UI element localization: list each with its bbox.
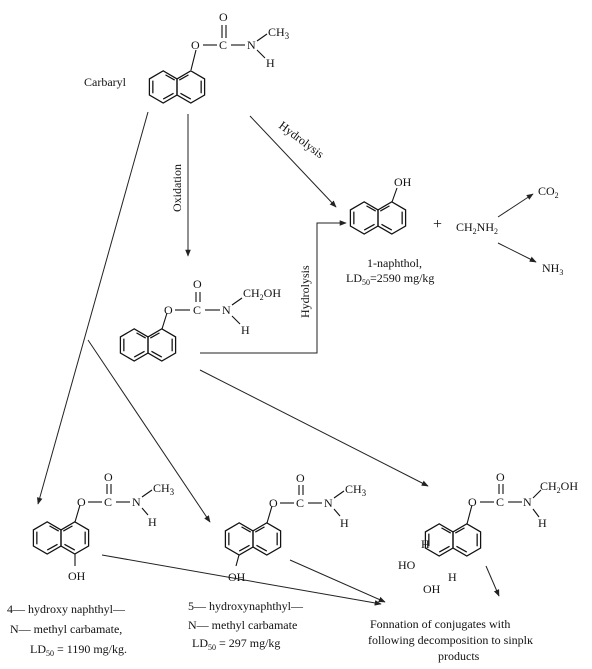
hydroxy5-name-line1: 5— hydroxynaphthyl— bbox=[188, 599, 304, 613]
atom-c: C bbox=[496, 495, 504, 509]
naphthol-name: 1-naphthol, bbox=[367, 256, 422, 270]
hydrolysis-label-top: Hydrolysis bbox=[276, 118, 327, 161]
hydrolysis-label-mid: Hydrolysis bbox=[298, 265, 312, 318]
arrow-hydrolysis-top bbox=[249, 115, 337, 208]
hydroxy4-name-line2: N— methyl carbamate, bbox=[10, 622, 122, 636]
carbaryl-label: Carbaryl bbox=[84, 75, 127, 89]
atom-c: C bbox=[219, 38, 227, 52]
hydroxymethyl-group: CH2OH bbox=[540, 479, 578, 495]
dihydrodiol-structure: O C O N CH2OH H H HO H OH bbox=[398, 470, 578, 596]
methyl-group: CH3 bbox=[153, 481, 175, 497]
atom-c: C bbox=[193, 303, 201, 317]
hydroxy4-name-line1: 4— hydroxy naphthyl— bbox=[7, 602, 126, 616]
plus-sign: + bbox=[433, 216, 442, 233]
atom-h: H bbox=[538, 516, 547, 530]
carbaryl-structure: O C O N CH3 H bbox=[148, 10, 290, 104]
atom-c: C bbox=[104, 495, 112, 509]
atom-n: N bbox=[523, 495, 532, 509]
hydroxyl-group: OH bbox=[228, 570, 246, 584]
atom-h: H bbox=[241, 323, 250, 337]
hydroxy5-ld50: LD50 = 297 mg/kg bbox=[192, 636, 280, 652]
hydroxymethyl-group: CH2OH bbox=[243, 286, 281, 302]
atom-o: O bbox=[104, 470, 113, 484]
atom-n: N bbox=[324, 496, 333, 510]
atom-h: H bbox=[448, 570, 457, 584]
methylamine: CH2NH2 bbox=[456, 220, 498, 236]
hydroxyl-group: HO bbox=[398, 558, 416, 572]
atom-o: O bbox=[77, 495, 86, 509]
atom-n: N bbox=[222, 303, 231, 317]
arrow-hydrolysis-mid bbox=[200, 220, 347, 354]
atom-h: H bbox=[148, 515, 157, 529]
atom-o: O bbox=[269, 496, 278, 510]
hydroxymethyl-carbamate-structure: O C O N CH2OH H bbox=[119, 277, 281, 362]
carbon-dioxide: CO2 bbox=[538, 184, 559, 200]
final-products-line3: products bbox=[438, 649, 480, 663]
arrow-to-5-hydroxy bbox=[87, 339, 211, 523]
atom-o: O bbox=[296, 471, 305, 485]
arrow-5-hydroxy-to-conjugates bbox=[289, 559, 386, 603]
final-products-line2: following decomposition to sinplĸ bbox=[368, 633, 533, 647]
arrow-to-co2 bbox=[497, 193, 534, 218]
atom-o: O bbox=[219, 10, 228, 24]
hydroxyl-group: OH bbox=[394, 175, 412, 189]
atom-o: O bbox=[191, 38, 200, 52]
ammonia: NH3 bbox=[542, 261, 563, 277]
atom-o: O bbox=[164, 303, 173, 317]
arrow-dihydrodiol-to-conjugates bbox=[485, 565, 500, 597]
hydroxy5-name-line2: N— methyl carbamate bbox=[188, 618, 297, 632]
atom-n: N bbox=[132, 495, 141, 509]
atom-o: O bbox=[496, 470, 505, 484]
arrow-to-nh3 bbox=[497, 242, 537, 263]
hydroxyl-group: OH bbox=[68, 569, 86, 583]
atom-h: H bbox=[421, 537, 430, 551]
arrow-to-4-hydroxy bbox=[37, 111, 149, 505]
atom-o: O bbox=[468, 495, 477, 509]
reaction-arrows bbox=[37, 111, 537, 606]
arrow-4-hydroxy-to-conjugates bbox=[101, 554, 382, 606]
hydroxyl-group: OH bbox=[423, 582, 441, 596]
arrow-to-dihydrodiol bbox=[199, 369, 429, 487]
final-products-line1: Fonnation of conjugates with bbox=[370, 617, 510, 631]
atom-c: C bbox=[296, 496, 304, 510]
naphthol-structure: OH bbox=[349, 175, 412, 235]
naphthol-ld50: LD50=2590 mg/kg bbox=[346, 271, 434, 287]
atom-n: N bbox=[247, 38, 256, 52]
hydroxy4-ld50: LD50 = 1190 mg/kg. bbox=[30, 642, 127, 658]
hydroxy5-structure: O C O N CH3 H OH bbox=[224, 471, 367, 584]
atom-h: H bbox=[266, 56, 275, 70]
atom-o: O bbox=[193, 277, 202, 291]
methyl-group: CH3 bbox=[345, 482, 367, 498]
atom-h: H bbox=[340, 516, 349, 530]
oxidation-label: Oxidation bbox=[170, 164, 184, 212]
hydroxy4-structure: O C O N CH3 H OH bbox=[32, 470, 175, 583]
methyl-group: CH3 bbox=[268, 25, 290, 41]
